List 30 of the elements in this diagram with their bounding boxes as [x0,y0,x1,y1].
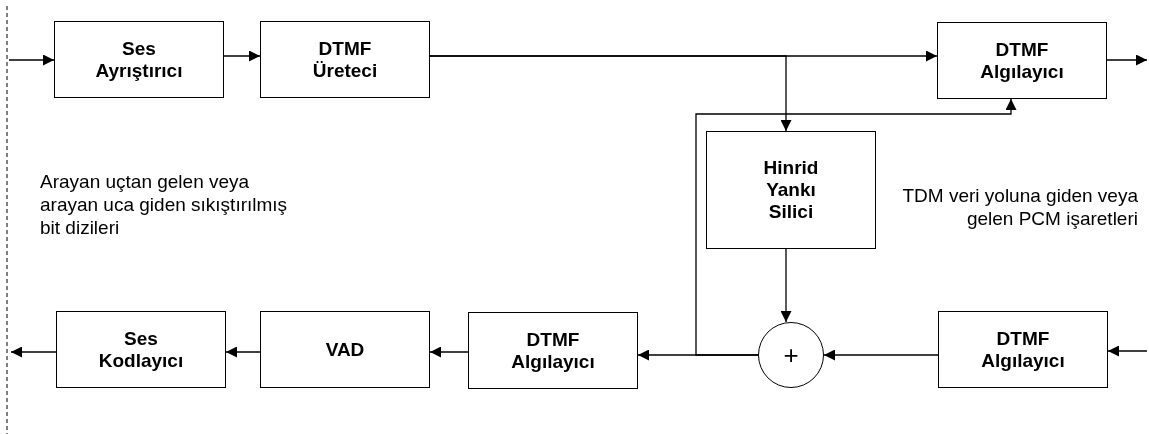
process-box [937,22,1107,99]
process-box [938,311,1108,388]
arrow [1107,345,1148,357]
arrow [695,98,1017,356]
annotation-text: Arayan uçtan gelen veya arayan uca giden sıkıştırılmış bit dizileri [40,170,289,239]
arrow [823,349,939,361]
arrow [429,55,792,132]
arrow [429,346,469,358]
block-label: DTMF Üreteci [311,37,379,82]
arrow [780,248,792,323]
block-label: Ses Kodlayıcı [97,327,185,372]
plus-sign: + [783,344,799,366]
process-box [260,311,430,388]
block-label: DTMF Algılayıcı [979,38,1065,83]
block-label: Ses Ayrıştırıcı [94,37,184,82]
block-label: VAD [325,338,365,361]
block-label: DTMF Algılayıcı [510,328,596,373]
process-box [56,311,226,388]
arrow [8,54,55,66]
arrow [225,346,261,358]
arrow [10,346,57,358]
block-label: Hinrid Yankı Silici [762,157,820,223]
arrow [223,50,261,62]
annotation-text: TDM veri yoluna giden veya gelen PCM işaretleri [901,184,1138,230]
arrow [1106,54,1148,66]
process-box [54,21,224,98]
block-label: DTMF Algılayıcı [980,327,1066,372]
process-box [260,21,430,98]
process-box [706,131,876,249]
process-box [468,312,638,389]
